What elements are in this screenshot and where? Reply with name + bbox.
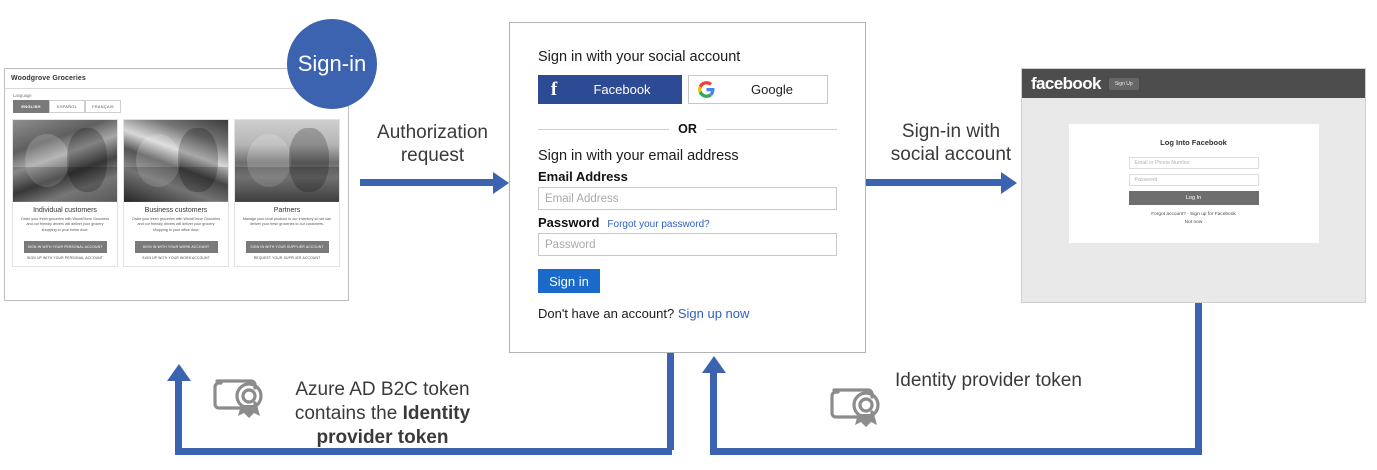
sign-in-personal-account-button[interactable]: SIGN IN WITH YOUR PERSONAL ACCOUNT	[23, 240, 107, 253]
partners-photo	[235, 119, 339, 202]
business-customers-photo	[124, 119, 228, 202]
divider-rule-left	[538, 128, 670, 130]
identity-provider-token-line-up	[710, 372, 717, 450]
signup-footer: Don't have an account? Sign up now	[538, 306, 837, 321]
facebook-signin-button[interactable]: f Facebook	[538, 75, 682, 104]
token-line-1: Azure AD B2C token	[295, 379, 470, 400]
authorization-request-arrow-head	[493, 171, 509, 194]
facebook-logo: facebook	[1031, 73, 1101, 93]
card-title: Business customers	[144, 206, 208, 214]
azure-ad-b2c-signin-panel: Sign in with your social account f Faceb…	[509, 22, 866, 353]
facebook-password-input[interactable]: Password	[1128, 174, 1259, 186]
forgot-password-link[interactable]: Forgot your password?	[607, 219, 710, 230]
identity-provider-token-label: Identity provider token	[895, 370, 1082, 391]
azure-b2c-token-line-up	[175, 381, 182, 450]
card-partners: Partners Manage your local produce in ou…	[234, 118, 340, 267]
language-tab-espanol[interactable]: ESPAÑOL	[49, 99, 85, 113]
language-selector: Language ENGLISH ESPAÑOL FRANÇAIS	[5, 89, 348, 113]
google-icon	[689, 81, 723, 98]
woodgrove-header: Woodgrove Groceries	[5, 69, 348, 89]
google-button-label: Google	[751, 82, 793, 97]
email-account-heading: Sign in with your email address	[538, 148, 739, 164]
certificate-icon	[830, 388, 880, 427]
card-body: Order your fresh groceries with WoodGrov…	[20, 216, 110, 232]
identity-provider-token-line-vertical	[1194, 303, 1202, 455]
sign-in-with-social-account-label: Sign-in with social account	[890, 121, 1012, 166]
sign-up-now-link[interactable]: Sign up now	[677, 306, 750, 321]
language-tabs: ENGLISH ESPAÑOL FRANÇAIS	[13, 99, 348, 113]
sign-in-supplier-account-button[interactable]: SIGN IN WITH YOUR SUPPLIER ACCOUNT	[245, 240, 329, 253]
facebook-log-in-button[interactable]: Log In	[1128, 191, 1259, 205]
facebook-icon: f	[550, 78, 558, 100]
identity-provider-token-arrow-head	[701, 356, 726, 373]
social-account-arrow-head	[1001, 171, 1017, 194]
or-divider: OR	[538, 122, 837, 136]
card-title: Partners	[273, 206, 301, 214]
azure-b2c-token-arrow-head	[166, 364, 191, 381]
facebook-login-panel: facebook Sign Up Log Into Facebook Email…	[1021, 68, 1366, 303]
token-line-2-prefix: contains the	[294, 402, 403, 424]
facebook-login-card: Log Into Facebook Email or Phone Number …	[1068, 124, 1319, 244]
facebook-button-label: Facebook	[593, 82, 651, 97]
azure-ad-b2c-token-label: Azure AD B2C token contains the Identity…	[285, 378, 480, 449]
email-address-input[interactable]: Email Address	[538, 187, 837, 210]
or-divider-label: OR	[678, 122, 697, 136]
card-body: Order your fresh groceries with WoodGrov…	[131, 216, 221, 232]
woodgrove-title: Woodgrove Groceries	[11, 75, 86, 82]
facebook-email-input[interactable]: Email or Phone Number	[1128, 157, 1259, 169]
facebook-header: facebook Sign Up	[1022, 69, 1365, 98]
identity-provider-token-line-horizontal	[710, 448, 1201, 455]
facebook-helper-links[interactable]: Forgot account? · Sign up for Facebook	[1151, 212, 1236, 217]
token-line-3: provider token	[316, 426, 449, 448]
sign-in-badge: Sign-in	[287, 19, 377, 109]
token-line-2: contains the Identity	[285, 402, 480, 426]
password-input[interactable]: Password	[538, 233, 837, 256]
sign-in-button[interactable]: Sign in	[538, 269, 600, 293]
individual-customers-photo	[13, 119, 117, 202]
signup-footer-text: Don't have an account?	[538, 306, 675, 321]
language-tab-english[interactable]: ENGLISH	[13, 99, 49, 113]
email-address-label: Email Address	[538, 169, 628, 184]
woodgrove-card-list: Individual customers Order your fresh gr…	[5, 113, 348, 267]
certificate-icon	[213, 379, 263, 418]
social-buttons-row: f Facebook Google	[538, 75, 837, 104]
authorization-request-label: Authorization request	[377, 122, 488, 167]
sign-up-work-account-link[interactable]: SIGN UP WITH YOUR WORK ACCOUNT	[142, 255, 210, 260]
social-account-arrow-line	[866, 179, 1001, 186]
google-signin-button[interactable]: Google	[688, 75, 828, 104]
request-supplier-account-link[interactable]: REQUEST YOUR SUPPLIER ACCOUNT	[253, 255, 321, 260]
card-individual-customers: Individual customers Order your fresh gr…	[12, 118, 118, 267]
sign-up-personal-account-link[interactable]: SIGN UP WITH YOUR PERSONAL ACCOUNT	[26, 255, 104, 260]
card-business-customers: Business customers Order your fresh groc…	[123, 118, 229, 267]
azure-b2c-token-line-down	[667, 353, 674, 450]
language-tab-francais[interactable]: FRANÇAIS	[85, 99, 121, 113]
facebook-not-now-link[interactable]: Not now	[1184, 220, 1203, 226]
authorization-request-arrow-line	[360, 179, 493, 186]
facebook-card-title: Log Into Facebook	[1160, 138, 1227, 147]
token-line-2-bold: Identity	[402, 402, 471, 424]
social-account-heading: Sign in with your social account	[538, 49, 741, 65]
language-label: Language	[13, 93, 32, 98]
divider-rule-right	[705, 128, 837, 130]
facebook-sign-up-button[interactable]: Sign Up	[1108, 77, 1139, 90]
woodgrove-groceries-panel: Woodgrove Groceries Language ENGLISH ESP…	[4, 68, 349, 301]
password-label-row: Password Forgot your password?	[538, 215, 837, 230]
azure-b2c-token-line-horizontal	[175, 448, 672, 455]
sign-in-work-account-button[interactable]: SIGN IN WITH YOUR WORK ACCOUNT	[134, 240, 218, 253]
card-body: Manage your local produce in our invento…	[242, 216, 332, 227]
card-title: Individual customers	[33, 206, 97, 214]
password-label: Password	[538, 215, 600, 230]
sign-in-badge-label: Sign-in	[297, 51, 367, 76]
